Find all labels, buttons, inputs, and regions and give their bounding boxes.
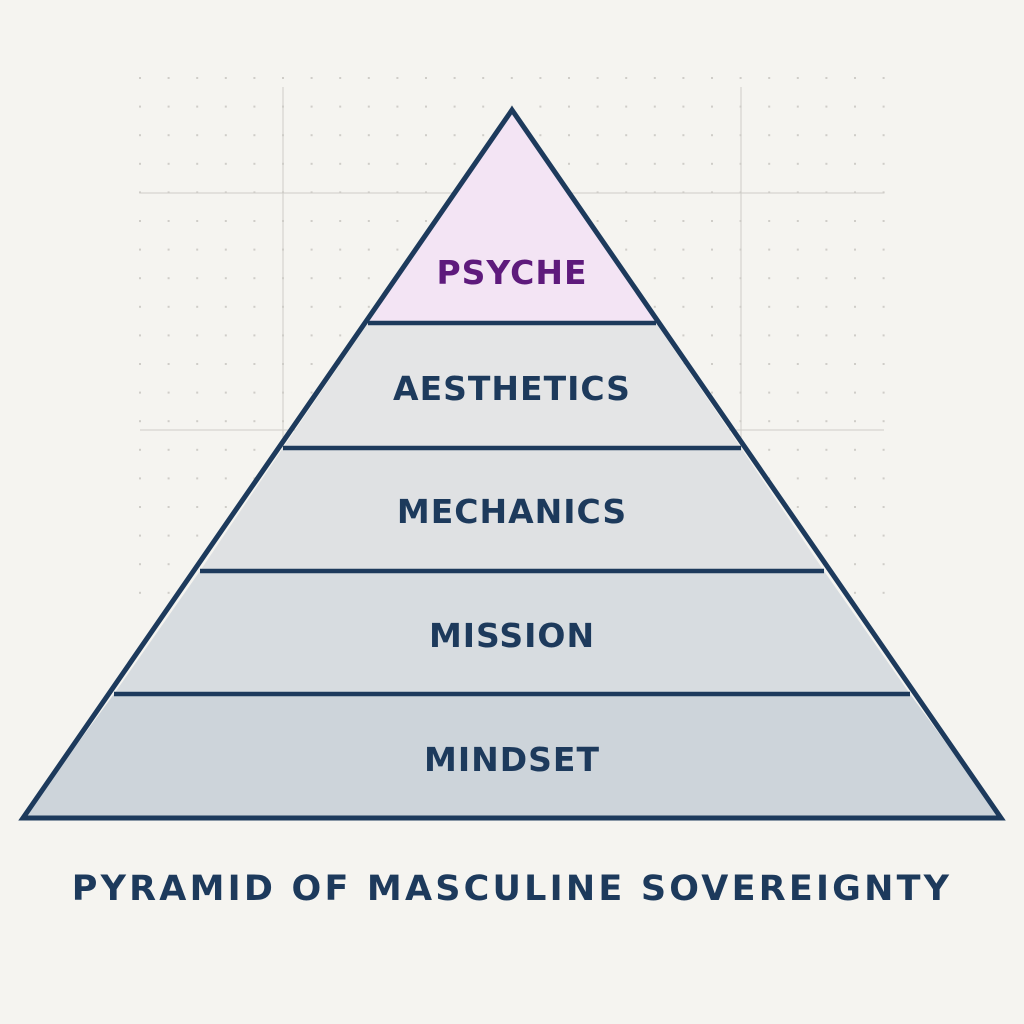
diagram-title: PYRAMID OF MASCULINE SOVEREIGNTY	[71, 869, 953, 909]
tier-mechanics-shape	[200, 448, 824, 571]
tier-label-psyche: PSYCHE	[436, 253, 588, 292]
tier-label-mission: MISSION	[428, 616, 596, 655]
tier-mission-shape	[114, 571, 910, 694]
tier-psyche-shape	[368, 110, 656, 323]
tier-mindset-shape	[23, 694, 1001, 818]
pyramid-tiers	[23, 110, 1001, 818]
tier-aesthetics-shape	[283, 323, 741, 448]
tier-label-mechanics: MECHANICS	[396, 492, 628, 531]
pyramid-outline	[18, 105, 1006, 821]
tier-dividers	[114, 320, 910, 697]
tier-label-mindset: MINDSET	[424, 740, 600, 779]
tier-label-aesthetics: AESTHETICS	[393, 369, 631, 408]
